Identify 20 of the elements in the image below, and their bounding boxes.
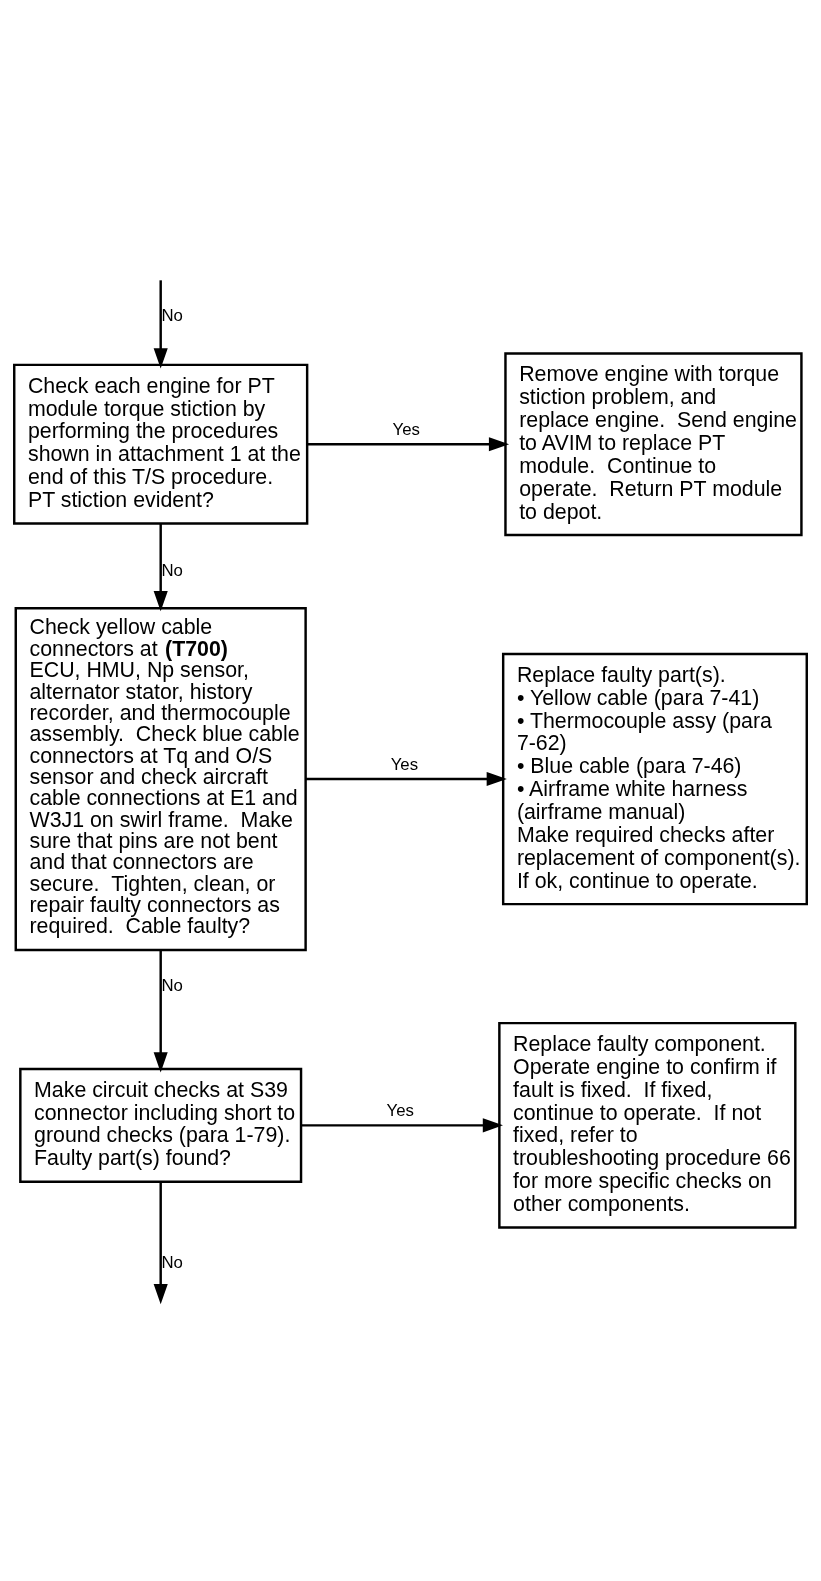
edge-label: Yes: [386, 1100, 414, 1120]
arrow: [301, 1118, 503, 1133]
edge-label: No: [161, 1253, 183, 1273]
edge-label: No: [161, 975, 183, 995]
node-box: Replace faulty part(s). • Yellow cable (para 7-41) • Thermocouple assy (para 7-62) • Blue cable (para 7-46) • Airframe white harness (airframe manual) Make required checks after replacement of component(s). If ok, continue to operate.: [501, 652, 808, 906]
node-box: Replace faulty component. Operate engine to confirm if fault is fixed. If fixed, continue to operate. If not fixed, refer to troubleshooting procedure 66 for more specific checks on other components.: [498, 1021, 797, 1229]
node-box: Check yellow cable connectors at (T700) ECU, HMU, Np sensor, alternator stator, history recorder, and thermocouple assembly. Check blue cable connectors at Tq and O/S sensor and check aircraft cable connections at E1 and W3J1 on swirl frame. Make sure that pins are not bent and that connectors are secure. Tighten, clean, or repair faulty connectors as required. Cable faulty?: [14, 607, 307, 952]
arrow: [153, 1181, 168, 1305]
edge-label: No: [161, 560, 183, 580]
node-box: Make circuit checks at S39 connector including short to ground checks (para 1-79). Faulty part(s) found?: [19, 1067, 303, 1184]
edge-label: No: [161, 306, 183, 326]
arrow: [153, 523, 168, 612]
arrow: [307, 437, 510, 452]
node-box: Remove engine with torque stiction problem, and replace engine. Send engine to AVIM to replace PT module. Continue to operate. Return PT module to depot.: [504, 352, 803, 537]
edge-label: Yes: [392, 419, 420, 439]
arrow: [305, 772, 507, 787]
arrow: [153, 280, 168, 369]
arrow: [153, 950, 168, 1073]
node-box: Check each engine for PT module torque stiction by performing the procedures shown in attachment 1 at the end of this T/S procedure. PT stiction evident?: [13, 363, 309, 525]
edge-label: Yes: [390, 754, 419, 774]
